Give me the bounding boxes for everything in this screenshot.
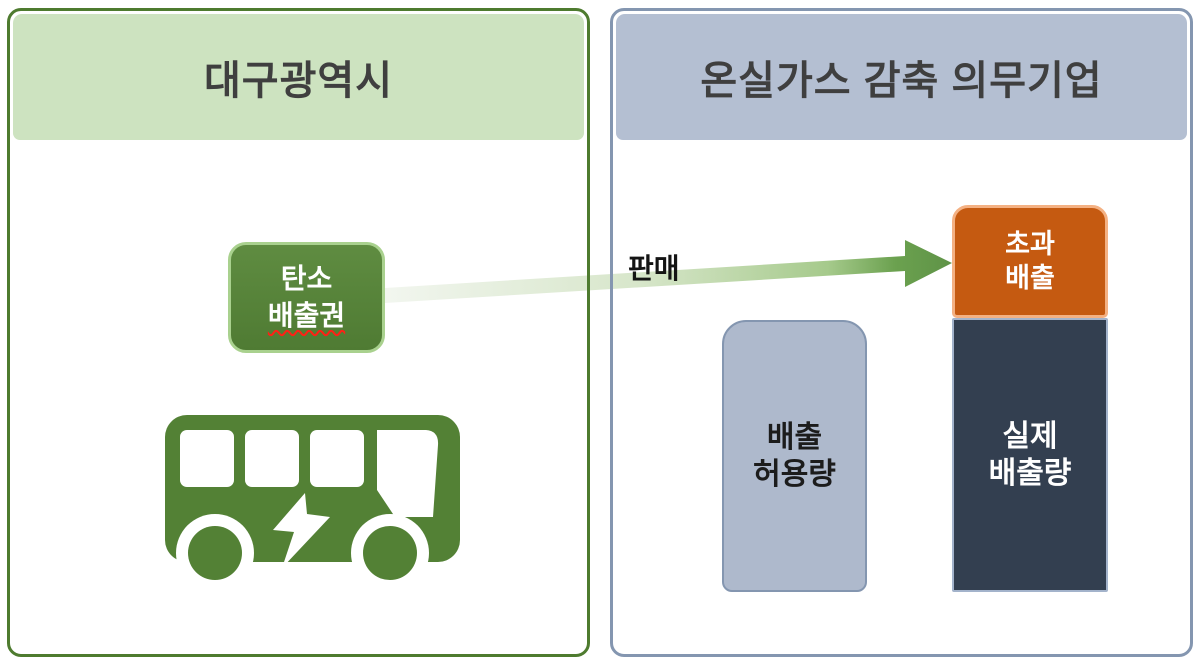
carbon-credit-line2: 배출권 [267,299,346,331]
electric-bus-icon [165,415,460,592]
allowance-line1: 배출 [766,420,823,454]
daegu-panel-title: 대구광역시 [204,59,393,103]
company-panel-title: 온실가스 감축 의무기업 [700,59,1103,103]
allowance-line2: 허용량 [753,458,836,491]
lightning-bolt-icon [273,493,330,568]
daegu-panel-header: 대구광역시 [13,14,584,140]
carbon-credit-line1: 탄소 [280,263,333,295]
emission-allowance-bar: 배출 허용량 [722,320,867,592]
actual-emission-bar: 실제 배출량 [952,318,1108,592]
sale-label: 판매 [628,253,680,284]
actual-line1: 실제 [1002,419,1058,453]
company-panel: 온실가스 감축 의무기업 배출 허용량 초과 배출 실제 배출량 [610,8,1193,657]
daegu-panel: 대구광역시 탄소 배출권 [7,8,590,657]
carbon-credit-box: 탄소 배출권 [228,242,385,353]
sale-arrow-shape [385,240,952,303]
actual-line2: 배출량 [988,457,1072,490]
excess-line1: 초과 [1005,228,1055,259]
company-panel-header: 온실가스 감축 의무기업 [616,14,1187,140]
excess-line2: 배출 [1005,262,1055,293]
excess-emission-bar: 초과 배출 [952,205,1108,318]
